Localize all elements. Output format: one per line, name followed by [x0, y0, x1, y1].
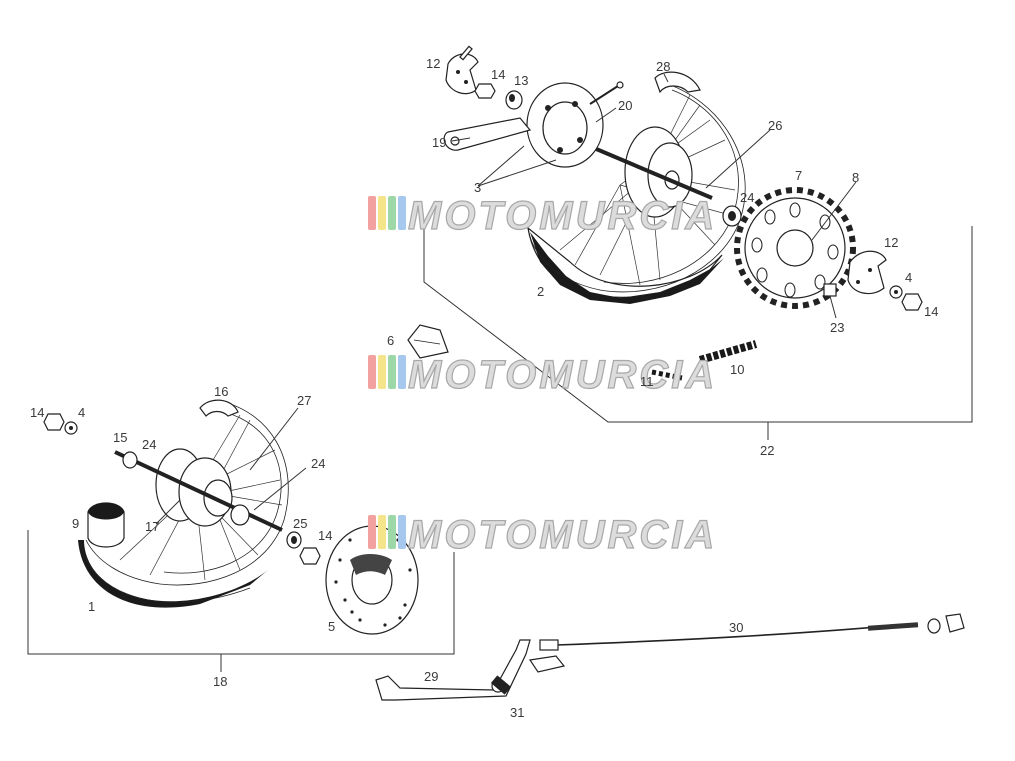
- rear-wheel-assembly: [443, 45, 923, 311]
- label-5: 5: [328, 619, 335, 634]
- label-3: 3: [474, 180, 481, 195]
- front-disc-guard: [199, 399, 239, 417]
- nut: [474, 83, 496, 99]
- label-14: 14: [318, 528, 332, 543]
- front-axle: [114, 450, 283, 532]
- label-24: 24: [142, 437, 156, 452]
- label-14: 14: [924, 304, 938, 319]
- label-14: 14: [30, 405, 44, 420]
- label-19: 19: [432, 135, 446, 150]
- front-wheel-assembly: [43, 399, 321, 608]
- front-tire: [78, 540, 268, 608]
- chain: [698, 340, 758, 364]
- nut: [43, 413, 65, 431]
- hub-cap: [87, 502, 125, 548]
- label-20: 20: [618, 98, 632, 113]
- label-6: 6: [387, 333, 394, 348]
- label-28: 28: [656, 59, 670, 74]
- watermark-top: MOTOMURCIA: [368, 193, 717, 239]
- master-link: [651, 369, 683, 381]
- rear-tire-tread: [530, 232, 724, 304]
- label-13: 13: [514, 73, 528, 88]
- label-1: 1: [88, 599, 95, 614]
- brake-pedal: [375, 639, 531, 701]
- label-30: 30: [729, 620, 743, 635]
- leader-lines: [27, 73, 973, 672]
- sprocket-cover: [847, 250, 887, 295]
- label-24: 24: [740, 190, 754, 205]
- label-26: 26: [768, 118, 782, 133]
- label-23: 23: [830, 320, 844, 335]
- label-22: 22: [760, 443, 774, 458]
- label-10: 10: [730, 362, 744, 377]
- label-2: 2: [537, 284, 544, 299]
- label-31: 31: [510, 705, 524, 720]
- label-24: 24: [311, 456, 325, 471]
- rear-rim: [527, 81, 746, 293]
- label-18: 18: [213, 674, 227, 689]
- watermark-text: MOTOMURCIA: [408, 194, 717, 238]
- label-15: 15: [113, 430, 127, 445]
- label-4: 4: [78, 405, 85, 420]
- part-labels: 12 14 13 28 20 26 19 3 7 8 24 12 4 14 2 …: [30, 56, 938, 720]
- front-rim: [85, 399, 289, 586]
- brake-rod: [589, 85, 619, 105]
- label-17: 17: [145, 519, 159, 534]
- brake-cable: [555, 623, 913, 646]
- brake-cover-plate: [445, 53, 479, 95]
- label-4: 4: [905, 270, 912, 285]
- chain-assembly: [651, 340, 758, 381]
- front-brake-disc: [325, 525, 419, 635]
- label-9: 9: [72, 516, 79, 531]
- label-27: 27: [297, 393, 311, 408]
- sprocket-bolt: [823, 283, 837, 297]
- brake-cable-assembly: [528, 613, 965, 673]
- label-12: 12: [884, 235, 898, 250]
- label-16: 16: [214, 384, 228, 399]
- nut: [299, 547, 321, 565]
- label-8: 8: [852, 170, 859, 185]
- rear-sprocket: [734, 187, 856, 309]
- rear-brake-arm: [443, 117, 532, 151]
- label-7: 7: [795, 168, 802, 183]
- watermark-text: MOTOMURCIA: [408, 353, 717, 397]
- label-12: 12: [426, 56, 440, 71]
- label-11: 11: [640, 374, 654, 389]
- label-29: 29: [424, 669, 438, 684]
- label-25: 25: [293, 516, 307, 531]
- nut: [901, 293, 923, 311]
- watermark-bottom: MOTOMURCIA: [368, 512, 717, 558]
- watermark-text: MOTOMURCIA: [408, 513, 717, 557]
- chain-tensioner: [407, 324, 449, 359]
- watermark-middle: MOTOMURCIA: [368, 352, 717, 398]
- rear-tire: [527, 226, 723, 298]
- rear-disc-guard: [654, 71, 701, 94]
- rear-axle: [574, 138, 713, 200]
- label-14: 14: [491, 67, 505, 82]
